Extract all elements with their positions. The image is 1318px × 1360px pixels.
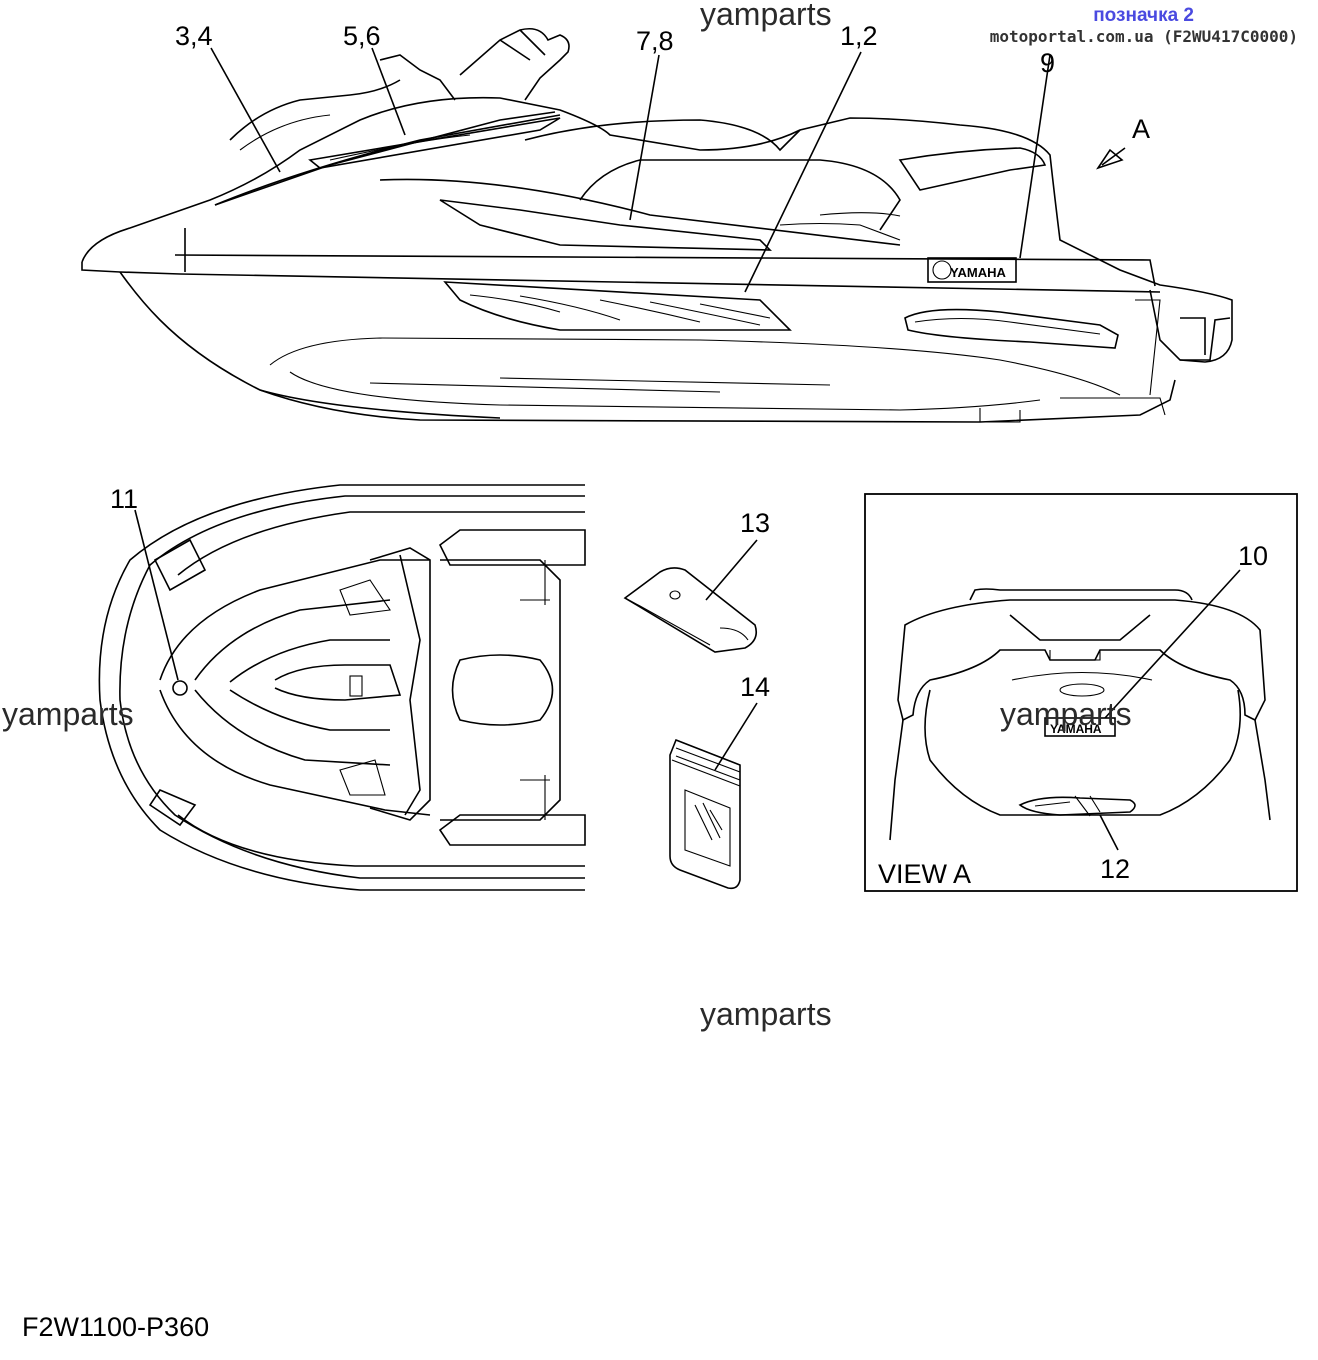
leader-13 [705, 539, 758, 601]
page-title: позначка 2 [1093, 5, 1194, 26]
callout-A: A [1132, 114, 1150, 144]
callout-9: 9 [1040, 48, 1055, 78]
callout-3-4: 3,4 [175, 21, 213, 51]
watermark: yamparts [700, 996, 832, 1032]
leader-14 [714, 702, 758, 771]
watermark: yamparts [700, 0, 832, 32]
yamaha-decal-text: YAMAHA [950, 265, 1006, 280]
callout-10: 10 [1238, 541, 1268, 571]
callout-7-8: 7,8 [636, 26, 674, 56]
view-a-frame [864, 493, 1298, 892]
view-a-yamaha-decal-text: YAMAHA [1050, 722, 1102, 736]
leader-12 [1099, 814, 1119, 851]
callout-1-2: 1,2 [840, 21, 878, 51]
view-a-illustration: YAMAHA [889, 588, 1271, 841]
part-13-card [623, 567, 758, 653]
callout-12: 12 [1100, 854, 1130, 884]
side-view-illustration: YAMAHA [81, 27, 1233, 423]
callout-13: 13 [740, 508, 770, 538]
figure-code: F2W1100-P360 [22, 1312, 210, 1342]
callout-14: 14 [740, 672, 770, 702]
leader-10 [1104, 569, 1241, 719]
leader-11 [134, 509, 179, 681]
callout-11: 11 [110, 484, 138, 514]
side-view-leaders [210, 47, 1126, 293]
view-a-label: VIEW A [878, 859, 971, 889]
callout-5-6: 5,6 [343, 21, 381, 51]
watermark: yamparts [1000, 696, 1132, 732]
part-14-pouch [669, 738, 741, 890]
watermark: yamparts [2, 696, 134, 732]
source-caption: motoportal.com.ua (F2WU417C0000) [989, 27, 1298, 46]
top-view-illustration [98, 484, 586, 891]
